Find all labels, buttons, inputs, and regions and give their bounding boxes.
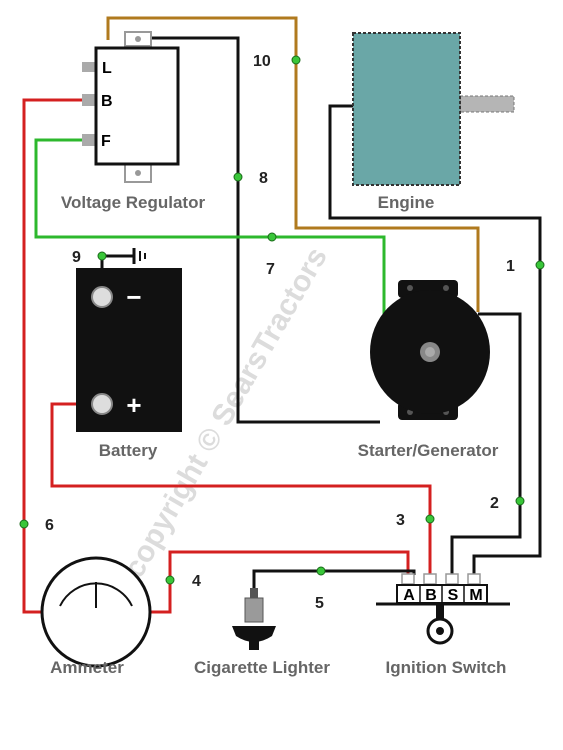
- node-w7: [267, 232, 277, 242]
- wire-label-4: 4: [192, 573, 201, 590]
- ground-symbol-icon: [132, 248, 146, 264]
- ignition-switch-label: Ignition Switch: [386, 658, 507, 677]
- node-w1: [535, 260, 545, 270]
- wire-label-7: 7: [266, 261, 275, 278]
- ignition-switch: A B S M: [376, 573, 510, 645]
- engine-label: Engine: [378, 193, 435, 212]
- node-w8: [233, 172, 243, 182]
- cigarette-lighter-label: Cigarette Lighter: [194, 658, 330, 677]
- cigarette-lighter: [232, 588, 276, 650]
- voltage-regulator-label: Voltage Regulator: [61, 193, 206, 212]
- node-w2: [515, 496, 525, 506]
- wire-label-2: 2: [490, 495, 499, 512]
- wire-1-black: [328, 104, 542, 575]
- regulator-terminal-f: F: [101, 133, 111, 150]
- wire-label-1: 1: [506, 258, 515, 275]
- ammeter: [40, 556, 152, 668]
- node-w9: [97, 251, 107, 261]
- battery-negative-sign: −: [126, 282, 141, 312]
- regulator-terminal-b: B: [101, 93, 113, 110]
- wire-label-3: 3: [396, 512, 405, 529]
- wire-7-green: [34, 138, 386, 318]
- node-w5: [316, 566, 326, 576]
- wire-8-black: [150, 36, 380, 424]
- starter-generator: [370, 280, 490, 420]
- battery-positive-sign: +: [126, 390, 141, 420]
- ignition-terminal-b: B: [425, 587, 437, 604]
- ignition-terminal-a: A: [403, 587, 415, 604]
- battery: − +: [76, 268, 182, 432]
- node-w3: [425, 514, 435, 524]
- voltage-regulator: L B F: [82, 31, 180, 183]
- starter-generator-label: Starter/Generator: [358, 441, 499, 460]
- ammeter-label: Ammeter: [50, 658, 124, 677]
- node-w10: [291, 55, 301, 65]
- ignition-terminal-s: S: [448, 587, 459, 604]
- wire-4-red: [150, 550, 410, 614]
- battery-label: Battery: [99, 441, 158, 460]
- regulator-terminal-l: L: [102, 60, 112, 77]
- wire-2-black: [450, 312, 522, 575]
- wire-10-brown: [106, 16, 480, 312]
- wire-6-red: [22, 98, 82, 614]
- wire-label-5: 5: [315, 595, 324, 612]
- ignition-terminal-m: M: [469, 587, 482, 604]
- wire-5-black: [252, 569, 416, 590]
- node-w4: [165, 575, 175, 585]
- wire-nodes: [19, 55, 545, 585]
- wire-label-10: 10: [253, 53, 271, 70]
- engine: [352, 32, 515, 186]
- wire-label-9: 9: [72, 249, 81, 266]
- wire-label-8: 8: [259, 170, 268, 187]
- node-w6: [19, 519, 29, 529]
- wire-label-6: 6: [45, 517, 54, 534]
